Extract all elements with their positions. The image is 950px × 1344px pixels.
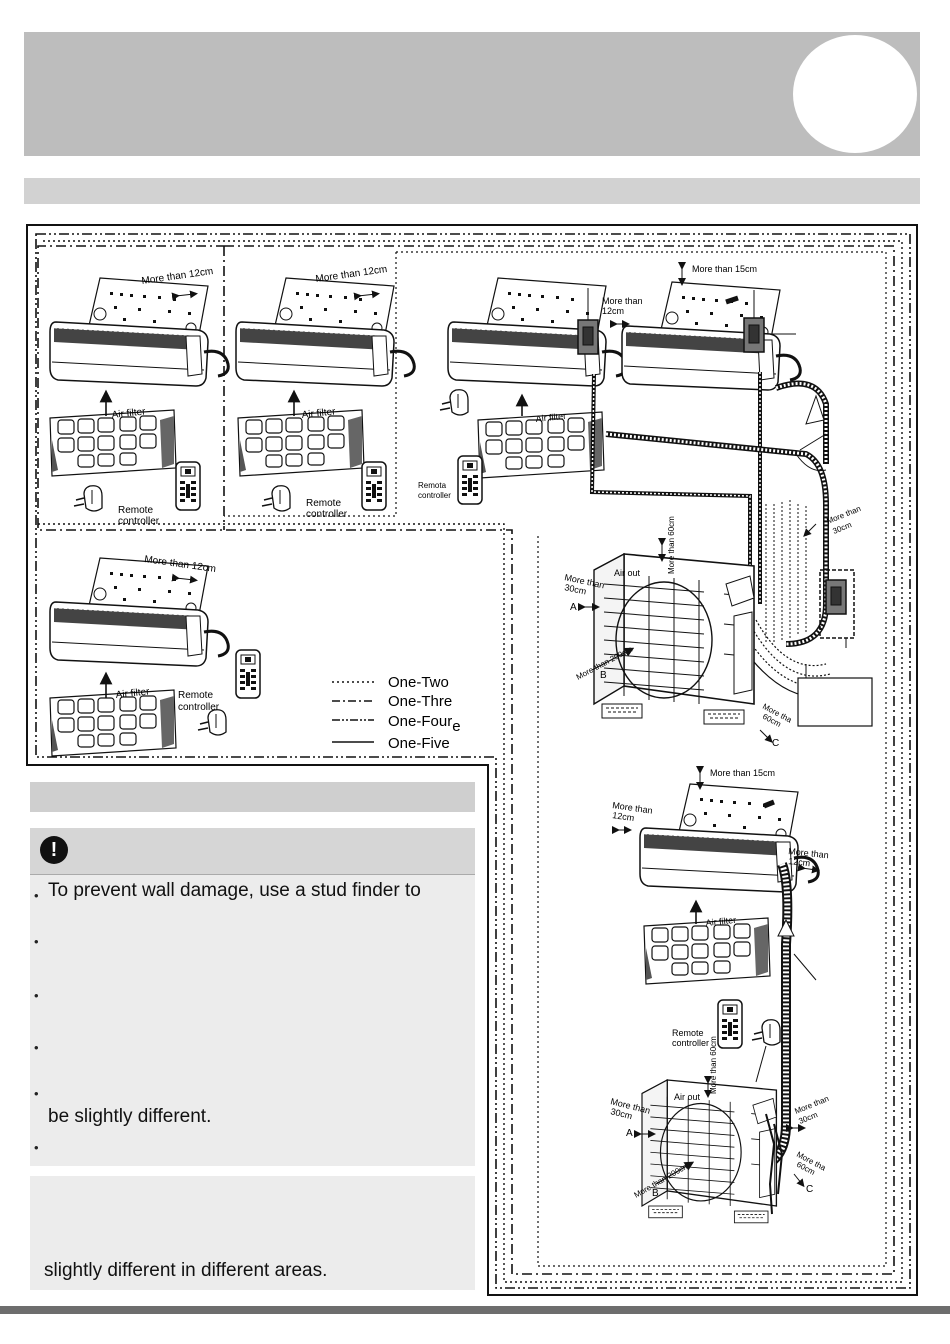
exclamation-icon: ! — [40, 836, 68, 864]
clearance-label: More than — [788, 846, 829, 860]
clearance-label: More than — [602, 296, 643, 306]
air-filter-label: Air filter — [301, 406, 337, 421]
caution-box — [30, 828, 475, 1166]
bullet-dot: • — [34, 988, 39, 1003]
bullet-dot: • — [34, 1040, 39, 1055]
note-text: slightly different in different areas. — [44, 1260, 328, 1281]
controller-label: controller — [672, 1038, 709, 1048]
legend-item: One-Foure — [388, 713, 461, 735]
controller-label: controller — [178, 702, 220, 713]
remote-label: Remote — [306, 498, 341, 509]
clearance-label: More than 60cm — [667, 516, 676, 574]
label-c: C — [806, 1184, 813, 1195]
label-c: C — [772, 738, 779, 749]
installation-diagram: More than 12cm Air filter Remote control… — [26, 224, 918, 1296]
clearance-label: 12cm — [602, 306, 624, 316]
section-title-band — [24, 178, 920, 204]
legend-item: One-Five — [388, 735, 450, 752]
label-b: B — [600, 670, 607, 681]
air-filter-label: Air filter — [705, 915, 736, 928]
legend: One-Two One-Thre One-Foure One-Five — [332, 674, 461, 752]
air-out-label: Air out — [614, 568, 641, 578]
caution-bullet-text: be slightly different. — [48, 1106, 212, 1127]
clearance-label: More than 60cm — [709, 1036, 718, 1094]
header-band — [24, 32, 920, 156]
clearance-label: More than 12cm — [315, 264, 388, 285]
air-out-label: Air out — [674, 1092, 701, 1102]
remote-label: Remote — [178, 690, 213, 701]
air-filter-label: Air filter — [115, 686, 151, 701]
label-a: A — [570, 602, 577, 613]
remote-label: Remote — [672, 1028, 704, 1038]
legend-item: One-Thre — [388, 693, 452, 710]
label-a: A — [626, 1128, 633, 1139]
clearance-label: More than 15cm — [692, 264, 757, 274]
legend-item: One-Two — [388, 674, 449, 691]
page-number-circle — [793, 35, 917, 153]
bullet-dot: • — [34, 1140, 39, 1155]
caution-header — [30, 828, 475, 875]
air-filter-label: Air filter — [535, 411, 566, 424]
note-title-band — [30, 782, 475, 812]
clearance-label: 30cm — [564, 582, 588, 596]
controller-label: controller — [306, 509, 348, 520]
footer-bar — [0, 1306, 950, 1314]
clearance-label: 12cm — [612, 810, 635, 823]
note-box — [30, 1176, 475, 1290]
remote-label: Remota — [418, 481, 447, 490]
bullet-dot: • — [34, 934, 39, 949]
remote-label: Remote — [118, 505, 153, 516]
clearance-label: More than 15cm — [710, 768, 775, 778]
caution-bullet-text: To prevent wall damage, use a stud finde… — [48, 880, 421, 901]
air-filter-label: Air filter — [111, 406, 147, 421]
bullet-dot: • — [34, 888, 39, 903]
controller-label: controller — [418, 491, 451, 500]
controller-label: controller — [118, 516, 160, 527]
bullet-dot: • — [34, 1086, 39, 1101]
label-b: B — [652, 1188, 659, 1199]
